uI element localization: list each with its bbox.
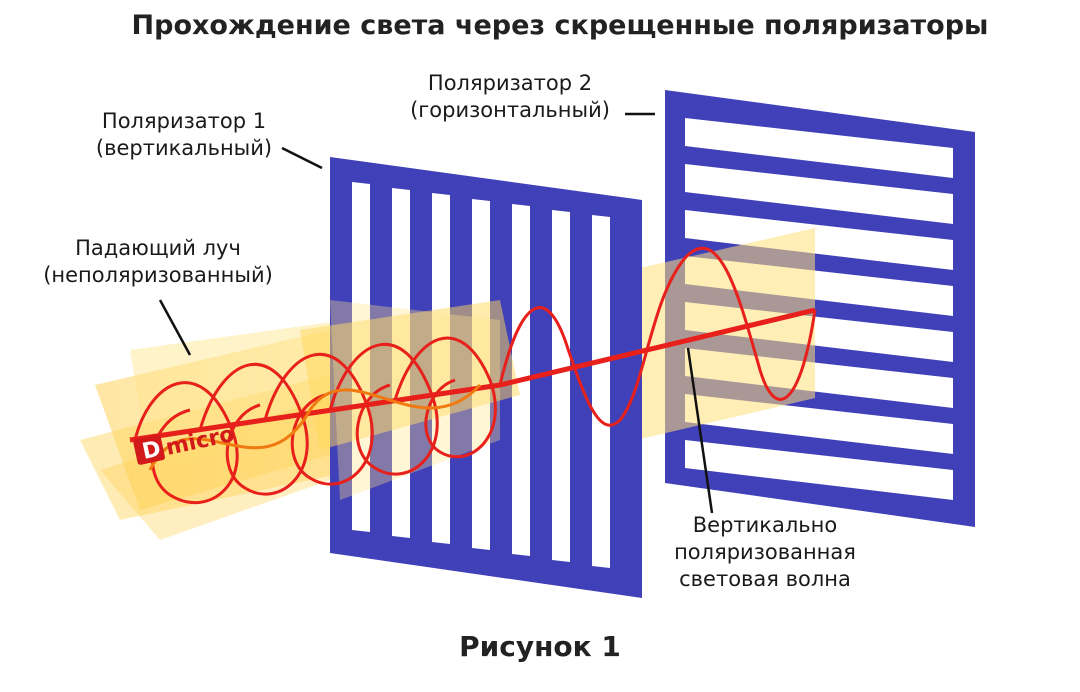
label-polarized-wave: Вертикально поляризованная световая волн…	[674, 513, 856, 591]
leader-lines	[158, 112, 714, 514]
figure-caption: Рисунок 1	[459, 630, 621, 663]
label-polarizer-1: Поляризатор 1 (вертикальный)	[95, 109, 273, 160]
label-polarizer-2: Поляризатор 2 (горизонтальный)	[410, 71, 610, 122]
unpolarized-wave	[133, 336, 497, 505]
diagram-title: Прохождение света через скрещенные поляр…	[131, 10, 989, 41]
polarized-wave	[498, 246, 817, 427]
label-incident-beam: Падающий луч (неполяризованный)	[43, 236, 273, 287]
logo-letter: D	[140, 437, 163, 465]
